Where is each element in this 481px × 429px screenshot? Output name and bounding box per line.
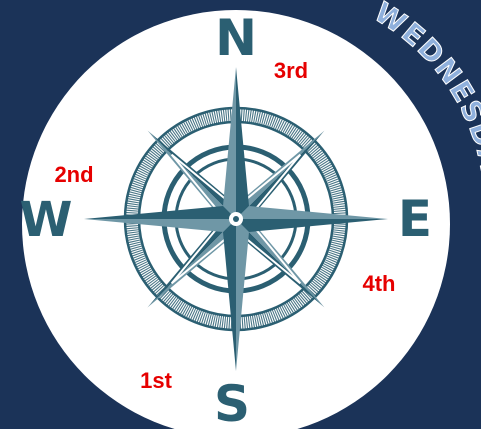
- rank-label-1st: 1st: [140, 368, 172, 393]
- rank-label-4th: 4th: [363, 271, 396, 296]
- south-label: S: [214, 375, 250, 429]
- east-label: E: [398, 190, 432, 248]
- rank-label-3rd: 3rd: [274, 58, 308, 83]
- north-label: N: [215, 9, 257, 67]
- rank-label-2nd: 2nd: [54, 162, 93, 187]
- west-label: W: [20, 192, 73, 248]
